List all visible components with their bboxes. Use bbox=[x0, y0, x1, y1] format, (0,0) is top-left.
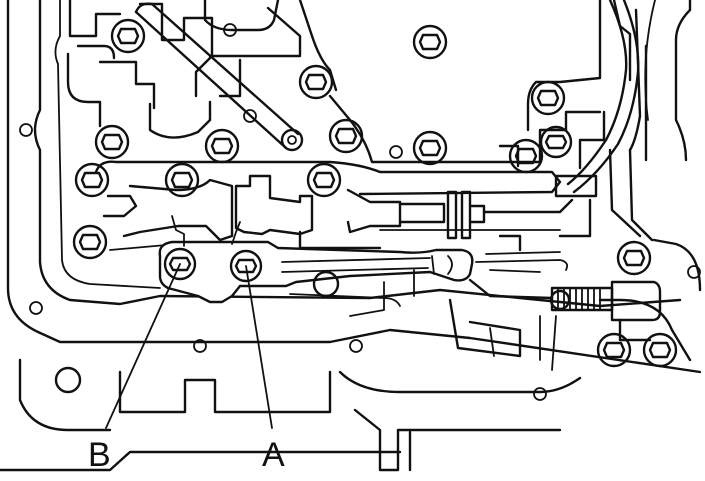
bolt bbox=[616, 240, 652, 276]
leader-line-a bbox=[245, 265, 273, 429]
bolt bbox=[110, 18, 146, 54]
bolt bbox=[72, 224, 108, 260]
bolt bbox=[164, 162, 200, 198]
callout-a: A bbox=[245, 265, 285, 474]
bolt bbox=[412, 24, 448, 60]
bolt bbox=[306, 162, 342, 198]
bolt bbox=[530, 80, 566, 116]
leader-line-b bbox=[105, 263, 181, 429]
threaded-linkage bbox=[468, 278, 662, 371]
bolt bbox=[508, 138, 544, 174]
callout-b: B bbox=[88, 263, 181, 474]
bolt bbox=[328, 118, 364, 154]
bolt bbox=[539, 125, 573, 159]
bolt bbox=[312, 270, 340, 298]
bolt bbox=[298, 64, 334, 100]
pipe-diagonal bbox=[134, 2, 304, 152]
bolt-b bbox=[163, 247, 197, 281]
valve-body-upper bbox=[66, 0, 692, 242]
callout-label-b: B bbox=[88, 436, 111, 474]
bolts bbox=[72, 18, 678, 368]
callout-label-a: A bbox=[262, 436, 285, 474]
detent-bracket bbox=[158, 215, 569, 317]
locating-holes bbox=[19, 23, 701, 401]
wire-harness bbox=[554, 0, 640, 198]
bolt bbox=[642, 332, 678, 368]
bolt bbox=[412, 130, 448, 166]
bolt bbox=[596, 332, 632, 368]
bolt bbox=[74, 162, 110, 198]
bolt-a bbox=[229, 249, 263, 283]
bolt bbox=[94, 124, 130, 160]
bolt bbox=[204, 128, 240, 164]
